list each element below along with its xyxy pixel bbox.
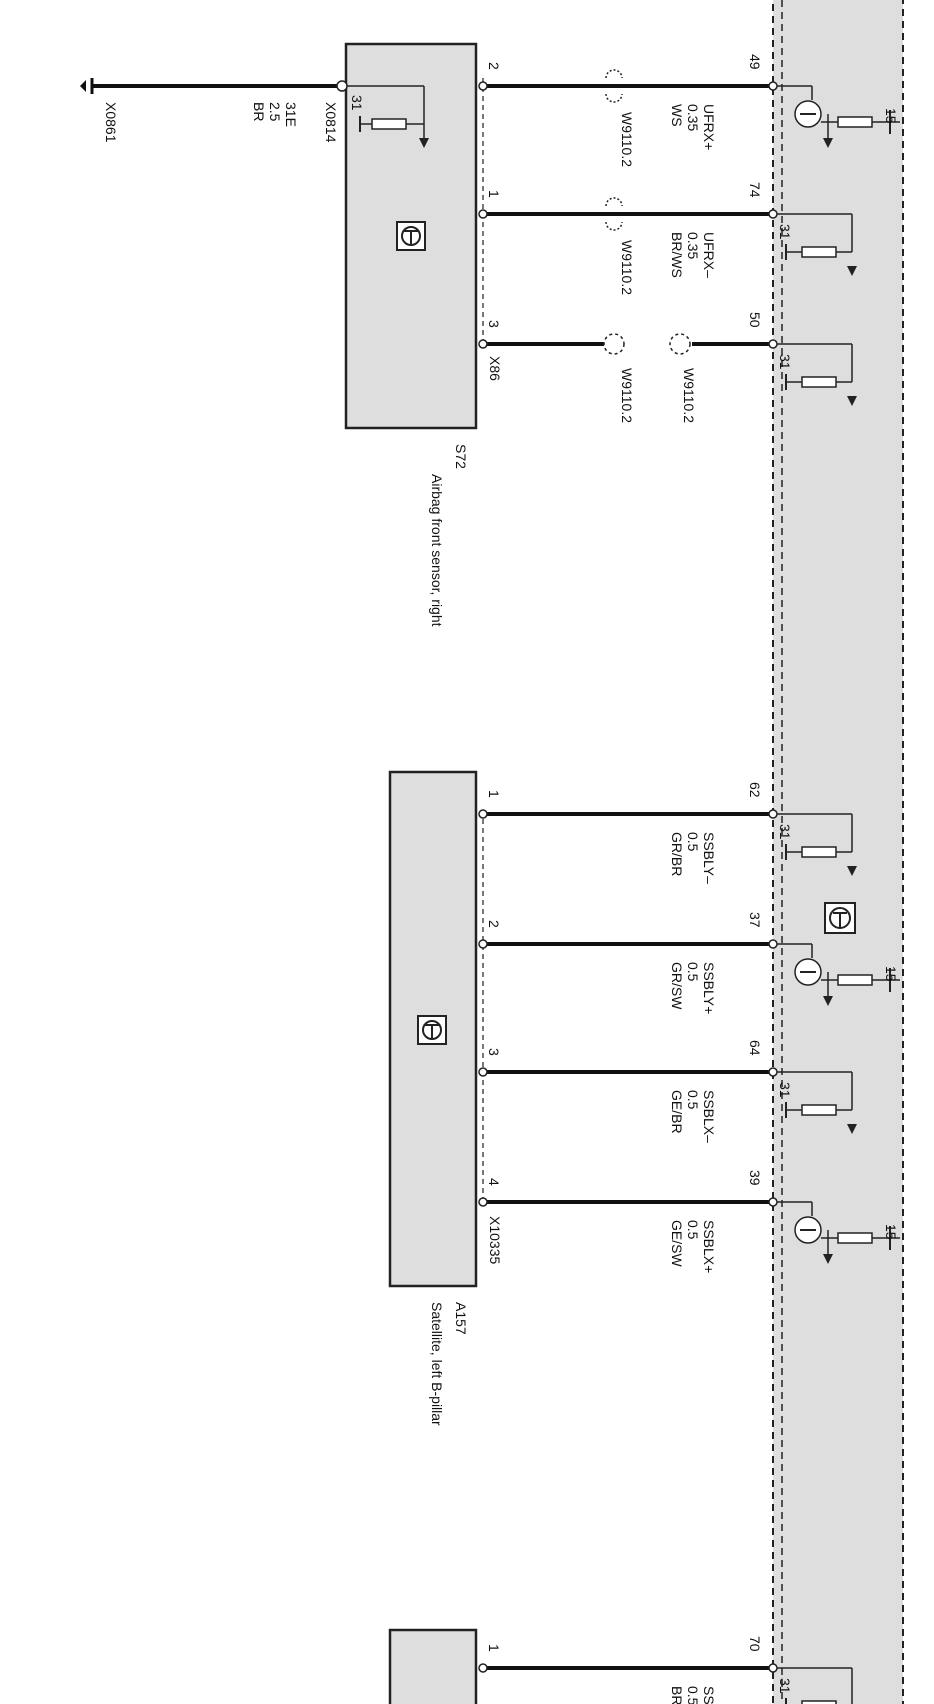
color-label: WS — [669, 104, 685, 127]
wire-ufrx-minus: 1 74 UFRX– 0.35 BR/WS W9110.2 — [478, 182, 778, 295]
ecu-ground-arrow — [847, 866, 857, 876]
a157-name: Satellite, left B-pillar — [429, 1302, 445, 1426]
ecu-ground-label: 31 — [777, 354, 793, 370]
ecu-ground-arrow — [847, 266, 857, 276]
splice-label: W9110.2 — [619, 368, 635, 423]
ecu-emitter-arrow — [823, 138, 833, 148]
gauge-label: 0.5 — [685, 1220, 701, 1240]
splice-ecu-label: W9110.2 — [681, 368, 697, 423]
s72-ground-label: 31 — [349, 95, 365, 111]
connector-partial: 1 70 SS 0.5 BR — [388, 1628, 778, 1704]
ecu-pullup-resistor — [837, 1232, 873, 1244]
ecu-ground-label: 31 — [777, 1678, 793, 1694]
signal-label: SSBLY+ — [701, 962, 717, 1014]
ecu-resistor — [801, 246, 837, 258]
ecu-ground-label: 31 — [777, 1082, 793, 1098]
ground-circuit-label: 31E — [283, 102, 299, 127]
pin-label: 1 — [486, 1644, 502, 1652]
ground-connector-label: X0814 — [323, 102, 339, 143]
ecu-pin-label: 49 — [747, 54, 763, 70]
signal-label: SSBLX– — [701, 1090, 717, 1143]
gauge-label: 0.5 — [685, 1090, 701, 1110]
wire-ssblx-minus: 3 64 SSBLX– 0.5 GE/BR — [478, 1040, 778, 1143]
ecu-resistor — [801, 1700, 837, 1704]
wire-ssbly-plus: 2 37 SSBLY+ 0.5 GR/SW — [478, 912, 778, 1014]
ecu-pin-label: 50 — [747, 312, 763, 328]
ecu-emitter-arrow — [823, 1254, 833, 1264]
gauge-label: 0.35 — [685, 232, 701, 259]
pin-label: 3 — [486, 320, 502, 328]
pin-label: 4 — [486, 1178, 502, 1186]
gauge-label: 0.5 — [685, 832, 701, 852]
satellite-symbol-icon — [417, 1015, 447, 1045]
wire-pin-3-shield: 3 50 W9110.2 W9110.2 — [478, 312, 778, 423]
ecu-emitter-arrow — [823, 996, 833, 1006]
ecu-resistor — [801, 846, 837, 858]
ecu-pin-label: 37 — [747, 912, 763, 928]
ground-color-label: BR — [251, 102, 267, 121]
signal-label: SSBLY– — [701, 832, 717, 884]
splice-label: W9110.2 — [619, 240, 635, 295]
ecu-pin-label: 39 — [747, 1170, 763, 1186]
s72-ground-resistor — [346, 85, 429, 148]
ecu-ground-label: 31 — [777, 224, 793, 240]
color-label: GE/BR — [669, 1090, 685, 1134]
pin-label: 3 — [486, 1048, 502, 1056]
ecu-supply-label: 15 — [883, 966, 899, 982]
pin-label: 2 — [486, 62, 502, 70]
ecu-supply-label: 15 — [883, 1224, 899, 1240]
gauge-label: 0.5 — [685, 962, 701, 982]
control-unit-sensor-icon — [824, 902, 856, 934]
signal-label: UFRX– — [701, 232, 717, 278]
pin-label: 2 — [486, 920, 502, 928]
ecu-pullup-resistor — [837, 116, 873, 128]
s72-plug-label: X86 — [487, 356, 503, 381]
ecu-supply-label: 15 — [883, 108, 899, 124]
s72-name: Airbag front sensor, right — [429, 474, 445, 627]
gauge-label: 0.35 — [685, 104, 701, 131]
pin-label: 1 — [486, 190, 502, 198]
s72-id: S72 — [453, 444, 469, 469]
wire-ssbly-minus: 1 62 SSBLY– 0.5 GR/BR — [478, 782, 778, 884]
ecu-ground-arrow — [847, 1124, 857, 1134]
color-label: GR/SW — [669, 962, 685, 1010]
ground-icon — [80, 80, 86, 92]
gauge-label: 0.5 — [685, 1686, 701, 1704]
ground-terminal-label: X0861 — [103, 102, 119, 143]
color-label: GR/BR — [669, 832, 685, 876]
wire-ssblx-plus: 4 39 SSBLX+ 0.5 GE/SW — [478, 1170, 778, 1273]
satellite-a157: A157 Satellite, left B-pillar X10335 — [388, 770, 503, 1426]
color-label: BR — [669, 1686, 685, 1704]
color-label: GE/SW — [669, 1220, 685, 1267]
a157-plug-label: X10335 — [487, 1216, 503, 1264]
ecu-resistor — [801, 376, 837, 388]
ecu-pin-label: 74 — [747, 182, 763, 198]
ground-gauge-label: 2.5 — [267, 102, 283, 122]
partial-connector-body — [388, 1628, 478, 1704]
a157-id: A157 — [453, 1302, 469, 1335]
splice-label: W9110.2 — [619, 112, 635, 167]
color-label: BR/WS — [669, 232, 685, 278]
ecu-ground-arrow — [847, 396, 857, 406]
signal-label: UFRX+ — [701, 104, 717, 150]
signal-label: SS — [701, 1686, 717, 1704]
ecu-pin-label: 64 — [747, 1040, 763, 1056]
pin-label: 1 — [486, 790, 502, 798]
signal-label: SSBLX+ — [701, 1220, 717, 1273]
ecu-pin-label: 70 — [747, 1636, 763, 1652]
ecu-pullup-resistor — [837, 974, 873, 986]
ecu-resistor — [801, 1104, 837, 1116]
ecu-ground-label: 31 — [777, 824, 793, 840]
ground-wire: X0861 31E 2.5 BR X0814 — [80, 78, 348, 143]
ecu-pin-label: 62 — [747, 782, 763, 798]
wire-ufrx-plus: 2 49 UFRX+ 0.35 WS W9110.2 — [478, 54, 778, 167]
sensor-s72: 31 S72 Airbag front sensor, right X86 — [344, 42, 503, 627]
control-unit-symbols: 31 31 31 31 31 15 15 15 — [777, 85, 900, 1704]
sensor-symbol-icon — [396, 221, 426, 251]
